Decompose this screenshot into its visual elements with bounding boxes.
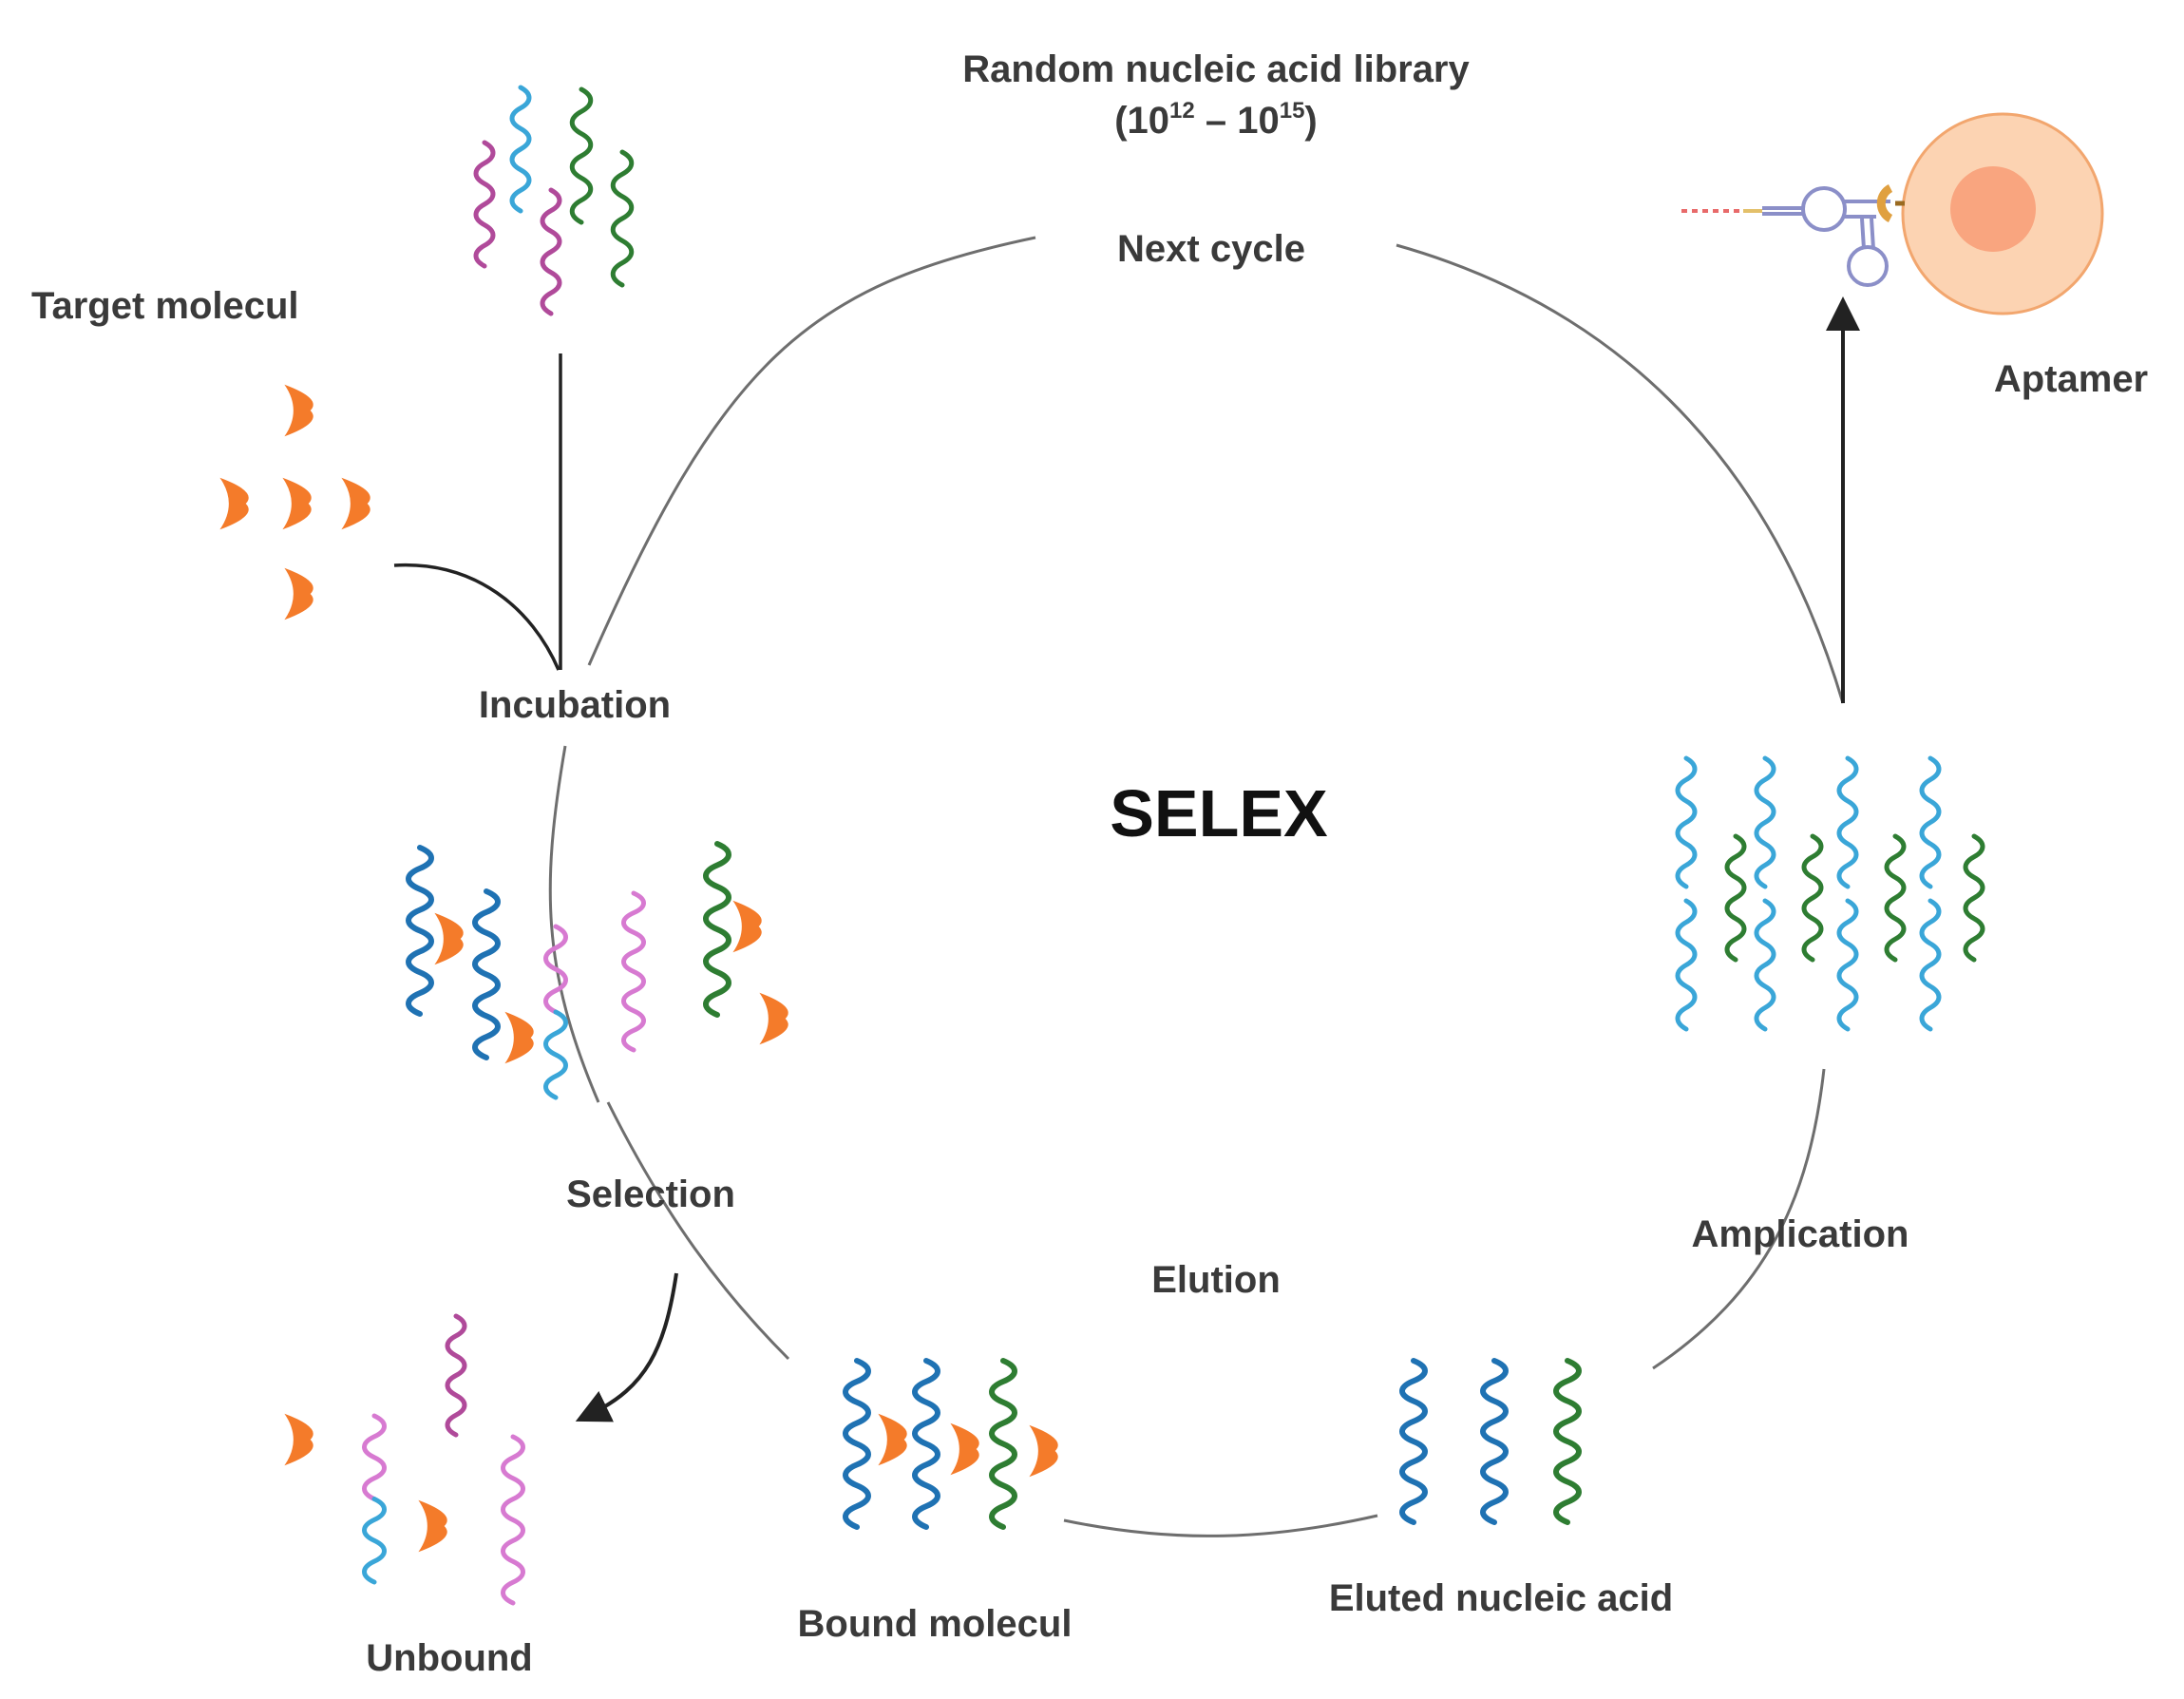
nucleic-acid-strand: [1675, 898, 1698, 1032]
target-molecule-icon: [418, 1499, 447, 1553]
selection-complexes: [406, 841, 788, 1100]
nucleic-acid-strand: [1675, 755, 1698, 889]
nucleic-acid-strand: [703, 841, 731, 1018]
target-molecule-label: Target molecul: [31, 285, 299, 327]
nucleic-acid-strand: [610, 149, 635, 288]
nucleic-acid-strand: [1919, 898, 1942, 1032]
elution-label: Elution: [1151, 1259, 1281, 1301]
target-join-curve: [393, 563, 560, 671]
selection-label: Selection: [566, 1174, 735, 1215]
selex-cycle: [548, 236, 1845, 1537]
unbound-arrow: [575, 1272, 678, 1422]
target-molecule-icon: [504, 1011, 534, 1064]
nucleic-acid-strand: [1480, 1358, 1509, 1525]
cycle-arc-selection-bound: [606, 1101, 790, 1361]
nucleic-acid-strand: [362, 1413, 387, 1501]
nucleic-acid-strand: [1963, 833, 1985, 963]
nucleic-acid-strand: [1754, 755, 1776, 889]
selex-title: SELEX: [1110, 776, 1328, 850]
next-cycle-label: Next cycle: [1117, 228, 1305, 270]
library-size-label: (1012 – 1015): [1114, 98, 1318, 142]
target-molecule-icon: [759, 992, 788, 1045]
aptamer-label: Aptamer: [1994, 358, 2148, 400]
target-molecule-icon: [434, 912, 464, 965]
incubation-label: Incubation: [479, 684, 671, 726]
cycle-arc-next-cycle-left: [587, 236, 1036, 666]
nucleic-acid-strand: [501, 1434, 525, 1606]
nucleic-acid-strand: [569, 86, 594, 225]
target-molecule-icon: [282, 477, 312, 530]
nucleic-acid-strand: [543, 1009, 568, 1100]
aptamer-illustration: [1681, 112, 2104, 315]
nucleic-acid-strand: [540, 187, 562, 316]
nucleic-acid-strand: [1836, 755, 1859, 889]
nucleic-acid-strand: [1884, 833, 1907, 963]
nucleic-acid-strand: [1919, 755, 1942, 889]
nucleic-acid-strand: [406, 845, 434, 1017]
incubation-connectors: [393, 353, 562, 671]
nucleic-acid-strand: [1801, 833, 1824, 963]
target-molecule-icon: [219, 477, 249, 530]
eluted-strands: [1399, 1358, 1582, 1525]
nucleic-acid-strand: [1754, 898, 1776, 1032]
amplication-label: Amplication: [1692, 1213, 1909, 1255]
cycle-arc-next-cycle-right: [1396, 243, 1845, 704]
nucleic-acid-strand: [1724, 833, 1747, 963]
nucleic-acid-strand: [1399, 1358, 1428, 1525]
target-molecule-icon: [284, 1413, 313, 1466]
target-molecule-icon: [878, 1413, 907, 1466]
cycle-arc-bound-eluted: [1063, 1514, 1378, 1537]
eluted-nucleic-acid-label: Eluted nucleic acid: [1329, 1577, 1673, 1619]
nucleic-acid-strand: [473, 140, 496, 269]
cycle-arc-eluted-amplication: [1652, 1068, 1826, 1370]
unbound-label: Unbound: [366, 1637, 533, 1679]
bound-molecule-label: Bound molecul: [798, 1603, 1073, 1645]
nucleic-acid-strand: [543, 924, 568, 1015]
bound-complexes: [843, 1358, 1058, 1530]
amplified-strands: [1675, 755, 1985, 1032]
library-label: Random nucleic acid library: [962, 48, 1470, 90]
cycle-arc-incubation-selection: [548, 745, 600, 1103]
nucleic-acid-strand: [472, 888, 501, 1060]
target-molecules: [219, 384, 370, 620]
library-strands: [473, 85, 635, 316]
nucleic-acid-strand: [362, 1497, 387, 1585]
nucleic-acid-strand: [509, 85, 532, 214]
target-molecule-icon: [284, 567, 313, 620]
nucleic-acid-strand: [912, 1358, 940, 1530]
cell-nucleus-icon: [1950, 166, 2036, 252]
aptamer-structure-icon: [1681, 184, 1905, 287]
target-molecule-icon: [950, 1422, 979, 1476]
nucleic-acid-strand: [1836, 898, 1859, 1032]
nucleic-acid-strand: [1553, 1358, 1582, 1525]
target-molecule-icon: [1029, 1424, 1058, 1478]
target-molecule-icon: [341, 477, 370, 530]
nucleic-acid-strand: [621, 890, 646, 1053]
target-molecule-icon: [284, 384, 313, 437]
unbound-molecules: [284, 1313, 525, 1606]
nucleic-acid-strand: [843, 1358, 871, 1530]
target-molecule-icon: [732, 900, 762, 953]
nucleic-acid-strand: [445, 1313, 467, 1438]
nucleic-acid-strand: [989, 1358, 1017, 1530]
